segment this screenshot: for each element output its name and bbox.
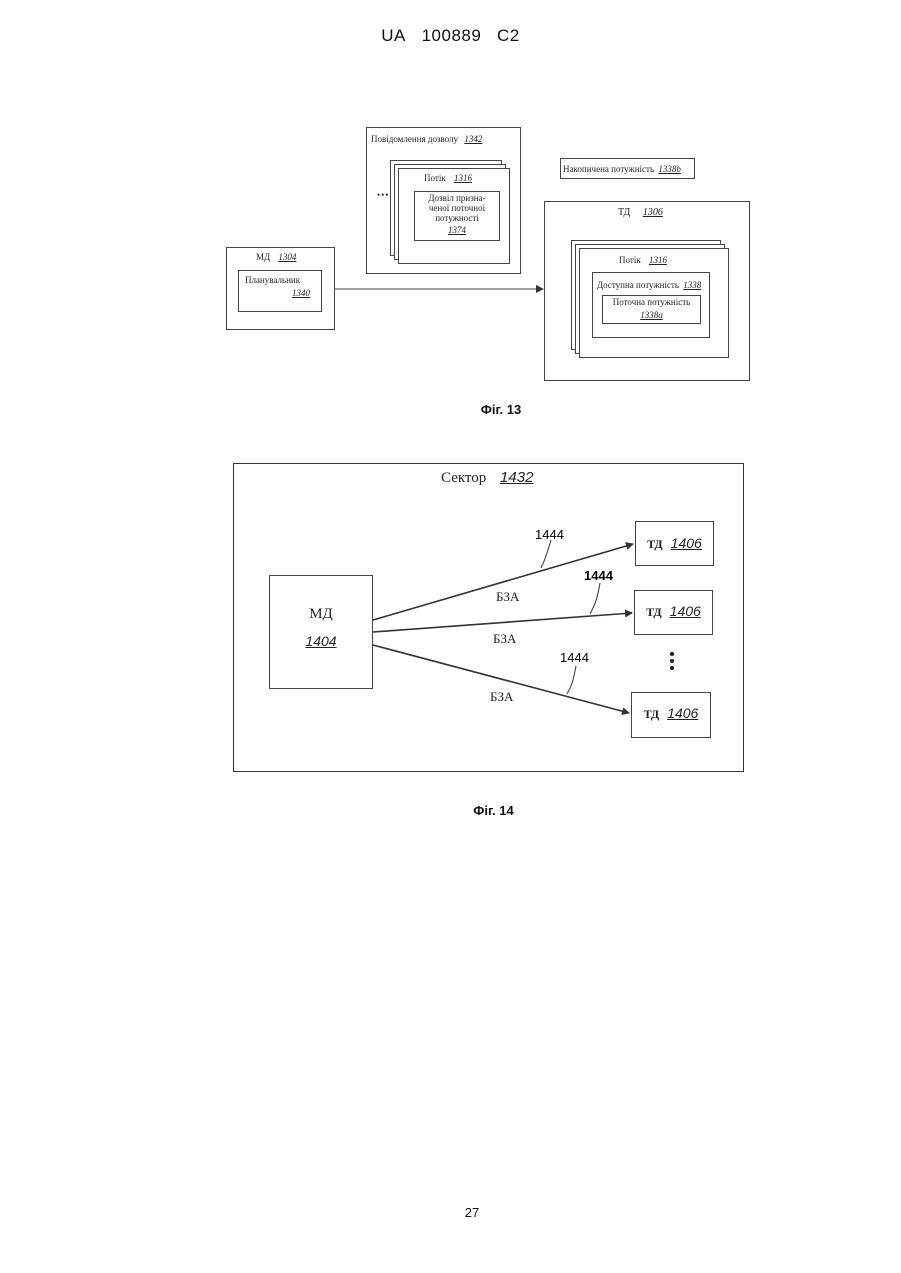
fig14-link-2 xyxy=(373,613,632,632)
link-ref-1-leader xyxy=(541,540,551,568)
link-ref-2-leader xyxy=(590,583,600,614)
page-number: 27 xyxy=(0,1205,901,1220)
link-ref-3-leader xyxy=(567,666,576,694)
fig14-link-1 xyxy=(373,544,633,620)
fig14-link-3 xyxy=(373,645,629,713)
